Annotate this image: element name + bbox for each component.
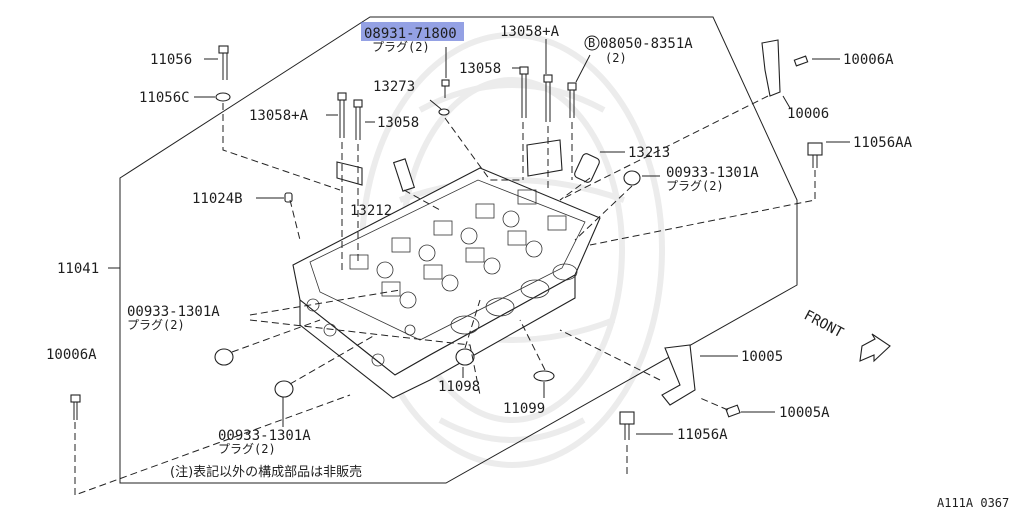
- label-13273[interactable]: 13273: [373, 79, 415, 95]
- label-10005[interactable]: 10005: [741, 349, 783, 365]
- parts-frame: [119, 16, 798, 484]
- label-13058-left[interactable]: 13058: [377, 115, 419, 131]
- label-08050-circle-letter: B: [588, 36, 595, 50]
- label-10006a-top[interactable]: 10006A: [843, 52, 894, 68]
- label-front: FRONT: [801, 307, 846, 341]
- label-08931-71800[interactable]: 08931-71800: [364, 26, 457, 42]
- label-13058-mid[interactable]: 13058: [459, 61, 501, 77]
- leader-lines: [108, 39, 850, 435]
- label-11098[interactable]: 11098: [438, 379, 480, 395]
- cylinder-head: [292, 167, 601, 399]
- label-13212[interactable]: 13212: [350, 203, 392, 219]
- label-13058a-top[interactable]: 13058+A: [500, 24, 560, 40]
- label-11056a[interactable]: 11056A: [677, 427, 728, 443]
- label-13213[interactable]: 13213: [628, 145, 670, 161]
- footnote: (注)表記以外の構成部品は非販売: [170, 464, 362, 480]
- small-parts: [70, 39, 823, 440]
- label-00933-bottom-sub: プラグ(2): [218, 442, 276, 456]
- label-10005a[interactable]: 10005A: [779, 405, 830, 421]
- selected-part-highlight: [361, 22, 464, 41]
- label-08050-8351a[interactable]: 08050-8351A: [600, 36, 693, 52]
- label-00933-bottom[interactable]: 00933-1301A: [218, 428, 311, 444]
- label-13058a-left[interactable]: 13058+A: [249, 108, 309, 124]
- assembly-lines: [74, 95, 816, 496]
- label-10006a-left[interactable]: 10006A: [46, 347, 97, 363]
- label-08050-circle: [584, 35, 600, 51]
- label-08931-sub: プラグ(2): [372, 40, 430, 54]
- label-11056aa[interactable]: 11056AA: [853, 135, 913, 151]
- label-11099[interactable]: 11099: [503, 401, 545, 417]
- label-00933-left[interactable]: 00933-1301A: [127, 304, 220, 320]
- label-11041[interactable]: 11041: [57, 261, 99, 277]
- reference-code: A111A 0367: [937, 496, 1009, 510]
- label-00933-right-sub: プラグ(2): [666, 179, 724, 193]
- label-11056c[interactable]: 11056C: [139, 90, 190, 106]
- label-00933-right[interactable]: 00933-1301A: [666, 165, 759, 181]
- front-direction-arrow: [859, 333, 891, 363]
- label-11056[interactable]: 11056: [150, 52, 192, 68]
- label-11024b[interactable]: 11024B: [192, 191, 243, 207]
- label-00933-left-sub: プラグ(2): [127, 318, 185, 332]
- label-08050-qty: (2): [605, 51, 627, 65]
- label-10006[interactable]: 10006: [787, 106, 829, 122]
